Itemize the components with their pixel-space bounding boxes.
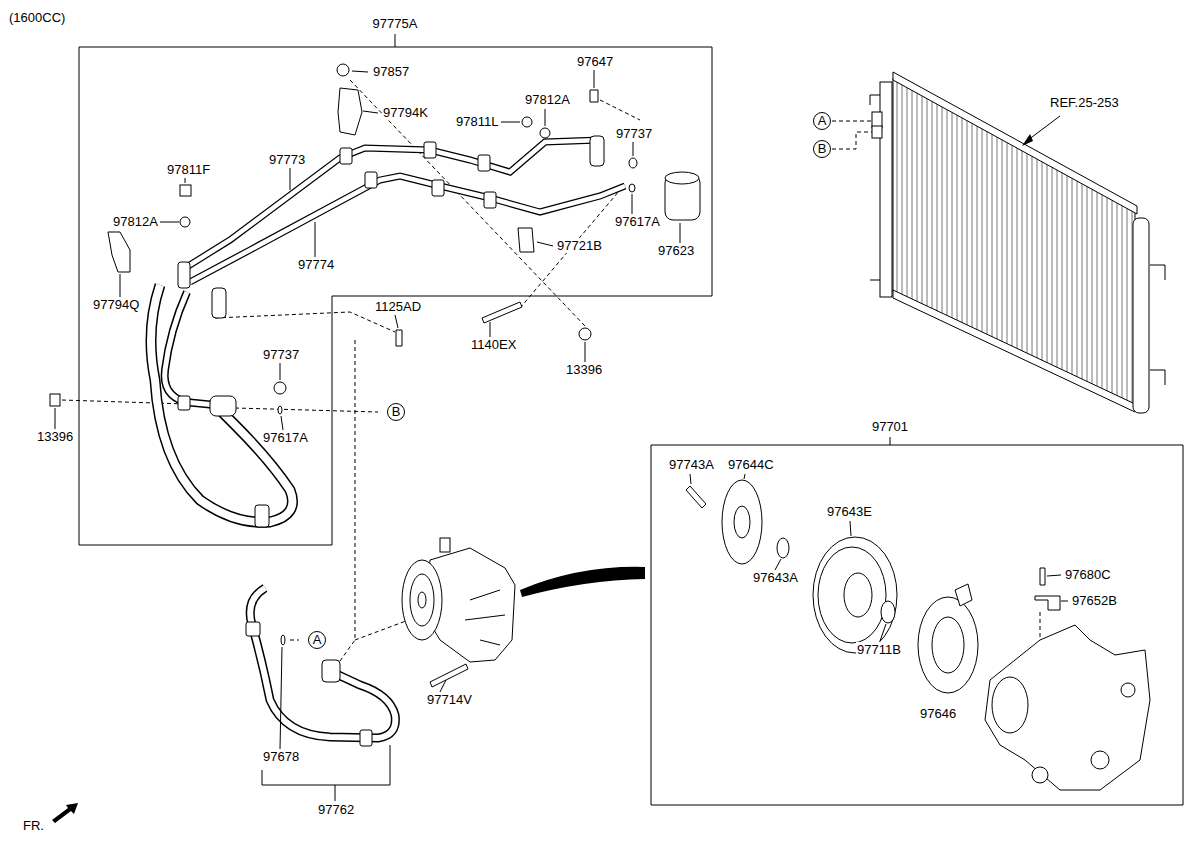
part-label: (1600CC) — [8, 10, 66, 25]
group-outline — [79, 15, 713, 546]
part-label: 97762 — [317, 802, 355, 817]
connector-letter: A — [308, 631, 326, 649]
part-label: 13396 — [36, 429, 74, 444]
connector-letter-text: B — [818, 141, 827, 157]
part-label: 97857 — [372, 64, 410, 79]
part-label: 97617A — [614, 214, 661, 229]
pipes — [151, 140, 625, 738]
part-label: 97743A — [668, 457, 715, 472]
part-label: 97721B — [556, 238, 603, 253]
connector-letter-text: A — [818, 113, 827, 129]
part-label: 97647 — [576, 54, 614, 69]
leader-lines — [55, 70, 1068, 801]
part-label: 97644C — [727, 457, 775, 472]
assembly-group: 97701 — [651, 418, 1184, 806]
callout-number: 97701 — [871, 419, 909, 434]
part-label: REF.25-253 — [1049, 95, 1120, 110]
group-outline — [651, 418, 1184, 806]
part-label: 97617A — [262, 430, 309, 445]
detail-arrow — [520, 567, 645, 597]
part-label: 97794Q — [92, 297, 140, 312]
part-label: 97678 — [262, 749, 300, 764]
assembly-group: 97775A — [79, 15, 713, 546]
group-border — [651, 445, 1183, 805]
heading-leader — [890, 437, 891, 445]
part-label: 1140EX — [470, 337, 517, 352]
part-label: 1125AD — [374, 299, 422, 314]
part-label: 97737 — [262, 347, 300, 362]
connector-letter: A — [813, 112, 831, 130]
part-label: 97643A — [752, 570, 799, 585]
part-label: 97773 — [268, 152, 306, 167]
heading-leader — [395, 34, 396, 47]
part-label: 97680C — [1064, 567, 1112, 582]
part-label: 97774 — [297, 257, 335, 272]
part-label: 97711B — [856, 642, 902, 657]
part-label: 97811L — [455, 114, 499, 129]
leader-lines — [62, 80, 1040, 668]
part-label: 97643E — [826, 504, 873, 519]
part-label: 97812A — [524, 92, 571, 107]
compressor — [402, 538, 515, 687]
part-label: 97737 — [615, 126, 653, 141]
connector-letter: B — [813, 140, 831, 158]
part-label: 13396 — [565, 362, 603, 377]
fittings — [50, 64, 700, 746]
connector-letter-text: B — [392, 404, 401, 420]
group-border — [79, 47, 712, 545]
front-arrow — [52, 803, 78, 823]
part-label: 97714V — [426, 692, 473, 707]
connector-letter-text: A — [313, 632, 322, 648]
part-label: FR. — [22, 818, 45, 833]
part-label: 97794K — [382, 105, 429, 120]
part-label: 97812A — [112, 214, 159, 229]
part-label: 97652B — [1071, 593, 1118, 608]
part-label: 97623 — [657, 243, 695, 258]
callout-number: 97775A — [372, 16, 419, 31]
part-label: 97646 — [919, 706, 957, 721]
condenser — [870, 72, 1165, 413]
connector-letter: B — [387, 403, 405, 421]
clutch-parts — [686, 480, 1150, 790]
part-label: 97811F — [166, 162, 211, 177]
